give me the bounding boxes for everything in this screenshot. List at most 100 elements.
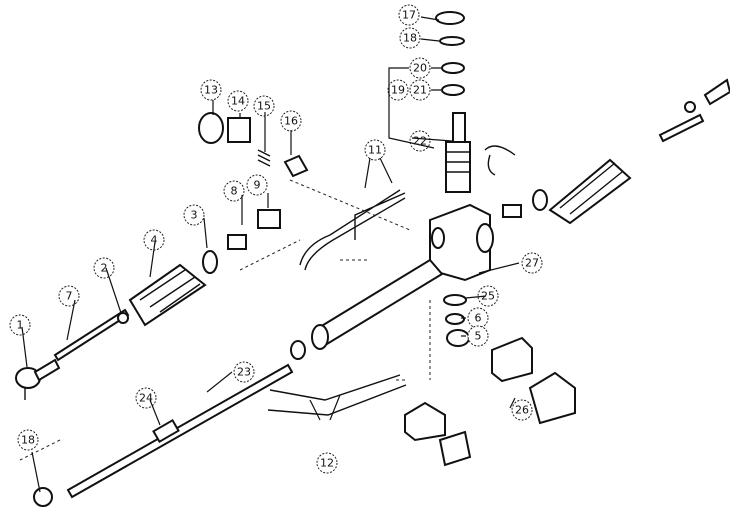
callout-15: 15 (253, 95, 275, 117)
callout-18: 18 (17, 429, 39, 451)
callout-circle (17, 429, 39, 451)
callout-label: 2 (101, 262, 108, 275)
callout-17: 17 (398, 4, 420, 26)
clamp-bracket (438, 430, 472, 467)
callout-24: 24 (135, 387, 157, 409)
callout-label: 6 (475, 312, 482, 325)
callout-circle (467, 325, 489, 347)
callout-label: 25 (481, 290, 495, 303)
callout-circle (200, 79, 222, 101)
part-27-gear-housing (429, 203, 494, 282)
callout-23: 23 (233, 361, 255, 383)
callout-26: 26 (511, 399, 533, 421)
callout-2: 2 (93, 257, 115, 279)
callout-label: 1 (17, 319, 24, 332)
callout-label: 17 (402, 9, 416, 22)
part-25-washer (443, 294, 467, 306)
callout-13: 13 (200, 79, 222, 101)
callout-label: 21 (413, 84, 427, 97)
callout-label: 14 (231, 95, 245, 108)
callout-circle (477, 285, 499, 307)
callout-circle (387, 79, 409, 101)
part-16-plate (283, 154, 309, 178)
callout-circle (227, 90, 249, 112)
callout-6: 6 (467, 307, 489, 329)
callout-label: 20 (413, 62, 427, 75)
callout-16: 16 (280, 110, 302, 132)
callout-3: 3 (183, 204, 205, 226)
right-adjuster (502, 204, 522, 218)
part-8-adjuster (227, 234, 247, 250)
callout-22: 22 (409, 130, 431, 152)
callout-label: 26 (515, 404, 529, 417)
callout-label: 7 (66, 290, 73, 303)
callout-20: 20 (409, 57, 431, 79)
rack-tube (311, 258, 444, 350)
callout-label: 15 (257, 100, 271, 113)
part-21-bearing (441, 84, 465, 96)
callout-21: 21 (409, 79, 431, 101)
part-12-pipes (267, 374, 407, 416)
right-clamp (532, 189, 548, 211)
part-18-clip (439, 36, 465, 46)
callout-circle (511, 399, 533, 421)
part-11-pipes (299, 189, 406, 271)
callout-label: 8 (231, 185, 238, 198)
right-boot (548, 158, 632, 225)
right-tie-rod (658, 113, 705, 143)
bushing-mount (404, 401, 446, 442)
part-5-nut (446, 329, 470, 347)
callout-label: 27 (525, 257, 539, 270)
callout-label: 3 (191, 209, 198, 222)
callout-label: 12 (320, 457, 334, 470)
part-22-pinion (445, 112, 471, 193)
part-17-cap (435, 11, 465, 25)
washer (290, 340, 306, 360)
callout-circle (316, 452, 338, 474)
sensor-wire (484, 145, 516, 176)
part-14-yoke (227, 117, 251, 143)
part-26-mount (491, 336, 533, 383)
callout-circle (223, 180, 245, 202)
callout-circle (364, 139, 386, 161)
callout-circle (253, 95, 275, 117)
callout-circle (93, 257, 115, 279)
callout-1: 1 (9, 314, 31, 336)
callout-circle (399, 27, 421, 49)
callout-5: 5 (467, 325, 489, 347)
part-23-rack-bar (66, 363, 294, 499)
callout-14: 14 (227, 90, 249, 112)
callout-27: 27 (521, 252, 543, 274)
part-26-bracket (528, 371, 576, 425)
callout-circle (58, 285, 80, 307)
part-18-bushing (33, 487, 53, 507)
part-6-washer (445, 313, 465, 325)
callout-circle (521, 252, 543, 274)
callout-circle (409, 57, 431, 79)
callout-circle (409, 79, 431, 101)
callout-label: 16 (284, 115, 298, 128)
callout-19: 19 (387, 79, 409, 101)
part-13-seal (198, 112, 224, 144)
right-tie-rod-end (703, 78, 730, 106)
callout-circle (9, 314, 31, 336)
callout-label: 4 (151, 234, 158, 247)
callout-label: 13 (204, 84, 218, 97)
part-2-nut (117, 312, 129, 324)
callout-label: 5 (475, 330, 482, 343)
callout-circle (246, 174, 268, 196)
callout-25: 25 (477, 285, 499, 307)
callout-label: 18 (403, 32, 417, 45)
callout-label: 11 (368, 144, 382, 157)
part-1-tie-rod-end (15, 358, 61, 400)
part-9-nut (257, 209, 281, 229)
right-nut (684, 101, 696, 113)
callout-9: 9 (246, 174, 268, 196)
part-15-spring (257, 149, 271, 167)
part-20-seal (441, 62, 465, 74)
part-3-clamp (202, 250, 218, 274)
callout-8: 8 (223, 180, 245, 202)
callout-12: 12 (316, 452, 338, 474)
